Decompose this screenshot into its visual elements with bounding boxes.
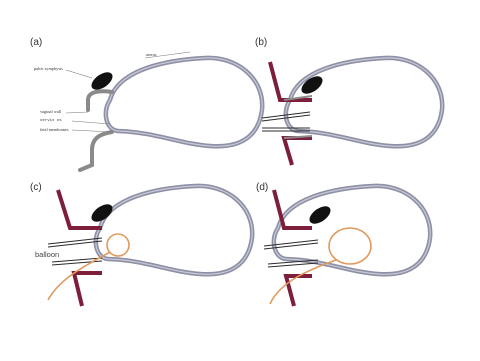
- panel-label-c: (c): [30, 182, 42, 193]
- uterus-b: [286, 58, 442, 146]
- label-uterus: uterus: [146, 52, 157, 57]
- label-balloon: balloon: [35, 250, 59, 259]
- uterus-a: [106, 58, 262, 146]
- panel-label-b: (b): [255, 37, 267, 48]
- panel-b: (b): [255, 37, 442, 165]
- speculum-lower-c: [74, 273, 102, 306]
- speculum-upper-c: [58, 190, 102, 228]
- label-pubic-symphysis: pubic symphysis: [34, 66, 63, 71]
- uterus-d: [274, 186, 430, 274]
- speculum-lower-d: [286, 276, 312, 306]
- panel-label-a: (a): [30, 37, 42, 48]
- uterus-c: [96, 186, 252, 274]
- panel-c: (c) balloon: [30, 182, 252, 306]
- panel-d: (d): [256, 182, 430, 306]
- panel-label-d: (d): [256, 182, 268, 193]
- speculum-lower-b: [284, 138, 312, 165]
- panel-a: (a) uterus pubic symphysis vaginal wall …: [30, 37, 262, 170]
- label-vaginal-wall: vaginal wall: [40, 109, 62, 114]
- label-cervix-os: cervix os: [40, 118, 62, 123]
- label-fetal-membranes: fetal membranes: [40, 127, 69, 132]
- vaginal-wall-lower-a: [80, 132, 112, 170]
